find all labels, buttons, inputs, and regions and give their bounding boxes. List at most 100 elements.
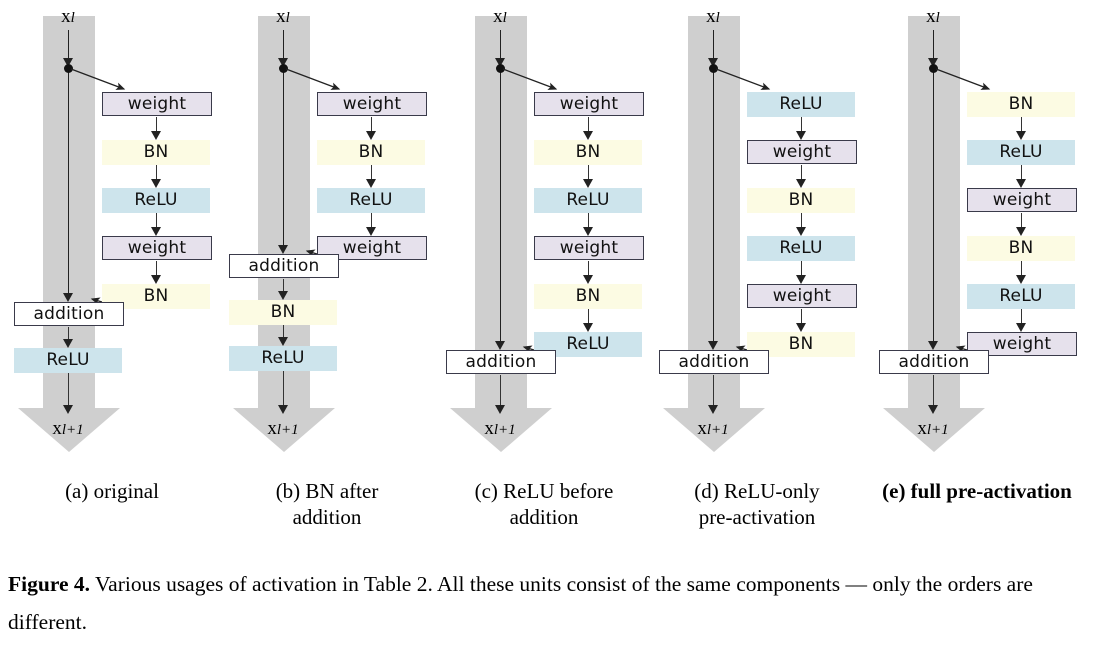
post-add-connector-1	[68, 327, 69, 340]
branch-connector-4	[588, 261, 589, 276]
addition-label: addition	[465, 352, 537, 372]
identity-path-line	[713, 30, 714, 341]
output-label-base: x	[267, 418, 277, 439]
branch-connector-4	[1021, 261, 1022, 276]
node-label: weight	[559, 238, 619, 258]
node-label: weight	[772, 142, 832, 162]
branch-connector-arrowhead-3	[151, 227, 161, 236]
addition-label: addition	[248, 256, 320, 276]
branch-node-relu-3: ReLU	[317, 188, 425, 213]
figure-caption: Figure 4. Various usages of activation i…	[8, 565, 1102, 641]
branch-connector-arrowhead-1	[1016, 131, 1026, 140]
branch-node-weight-2: weight	[747, 140, 857, 164]
node-label: BN	[788, 190, 814, 210]
branch-connector-2	[801, 165, 802, 180]
node-label: ReLU	[134, 190, 178, 210]
branch-connector-1	[156, 117, 157, 132]
node-label: ReLU	[779, 94, 823, 114]
identity-into-addition-arrowhead	[708, 341, 718, 350]
node-label: BN	[1008, 94, 1034, 114]
branch-node-relu-3: ReLU	[102, 188, 210, 213]
node-label: weight	[559, 94, 619, 114]
addition-label: addition	[678, 352, 750, 372]
branch-connector-arrowhead-1	[796, 131, 806, 140]
branch-connector-arrowhead-3	[796, 227, 806, 236]
branch-diagonal-arrow	[285, 68, 341, 261]
branch-connector-arrowhead-5	[796, 323, 806, 332]
branch-node-bn-5: BN	[534, 284, 642, 309]
input-label-subscript: l	[70, 10, 75, 26]
identity-path-line	[933, 30, 934, 341]
input-label-subscript: l	[285, 10, 290, 26]
split-point-dot	[709, 64, 718, 73]
branch-node-relu-3: ReLU	[534, 188, 642, 213]
input-label-subscript: l	[715, 10, 720, 26]
identity-path-line	[68, 30, 69, 293]
output-label-subscript: l+1	[61, 422, 84, 438]
node-label: BN	[575, 142, 601, 162]
branch-connector-arrowhead-1	[151, 131, 161, 140]
output-label-x-l-plus-1: xl+1	[38, 418, 98, 440]
branch-node-relu-5: ReLU	[967, 284, 1075, 309]
panel-caption-line-2: pre-activation	[698, 505, 816, 529]
output-label-x-l-plus-1: xl+1	[470, 418, 530, 440]
split-point-dot	[64, 64, 73, 73]
identity-path-line	[500, 30, 501, 341]
branch-connector-arrowhead-4	[583, 275, 593, 284]
identity-split-arrowhead	[495, 58, 505, 67]
identity-split-arrowhead	[708, 58, 718, 67]
post-add-connector-arrowhead-1	[278, 291, 288, 300]
identity-shortcut-arrowhead	[663, 408, 765, 452]
branch-connector-5	[588, 309, 589, 324]
identity-shortcut-arrowhead	[18, 408, 120, 452]
branch-connector-arrowhead-2	[583, 179, 593, 188]
input-label-x-l: xl	[903, 6, 963, 28]
node-label: BN	[575, 286, 601, 306]
addition-label: addition	[33, 304, 105, 324]
branch-connector-arrowhead-5	[583, 323, 593, 332]
branch-connector-3	[156, 213, 157, 228]
panel-caption-e: (e) full pre-activation	[853, 478, 1101, 504]
panel-caption-line-1: (a) original	[65, 479, 159, 503]
split-point-dot	[929, 64, 938, 73]
branch-connector-arrowhead-4	[1016, 275, 1026, 284]
split-point-dot	[496, 64, 505, 73]
output-label-base: x	[917, 418, 927, 439]
branch-node-weight-1: weight	[317, 92, 427, 116]
input-label-x-l: xl	[470, 6, 530, 28]
input-label-base: x	[926, 6, 936, 27]
input-label-base: x	[706, 6, 716, 27]
identity-into-addition-arrowhead	[928, 341, 938, 350]
branch-connector-2	[588, 165, 589, 180]
branch-node-bn-5: BN	[102, 284, 210, 309]
branch-node-relu-1: ReLU	[747, 92, 855, 117]
node-label: ReLU	[999, 286, 1043, 306]
identity-into-addition-arrowhead	[63, 293, 73, 302]
output-connector	[283, 371, 284, 406]
output-label-subscript: l+1	[706, 422, 729, 438]
branch-node-bn-2: BN	[102, 140, 210, 165]
output-arrowhead	[63, 405, 73, 414]
post-add-connector-2	[283, 325, 284, 338]
node-label: BN	[788, 334, 814, 354]
identity-split-arrowhead	[278, 58, 288, 67]
branch-diagonal-arrow	[715, 68, 771, 357]
branch-node-weight-1: weight	[534, 92, 644, 116]
panel-caption-line-1: (e) full pre-activation	[882, 479, 1072, 503]
output-label-base: x	[697, 418, 707, 439]
branch-diagonal-arrow	[70, 68, 126, 309]
branch-connector-4	[801, 261, 802, 276]
input-label-subscript: l	[935, 10, 940, 26]
output-connector	[713, 375, 714, 406]
figure-caption-text: Various usages of activation in Table 2.…	[8, 572, 1033, 634]
addition-box: addition	[446, 350, 556, 374]
branch-connector-arrowhead-2	[796, 179, 806, 188]
panel-caption-line-1: (b) BN after	[275, 479, 379, 503]
branch-connector-arrowhead-1	[366, 131, 376, 140]
branch-diagonal-arrow	[502, 68, 558, 357]
branch-connector-5	[801, 309, 802, 324]
